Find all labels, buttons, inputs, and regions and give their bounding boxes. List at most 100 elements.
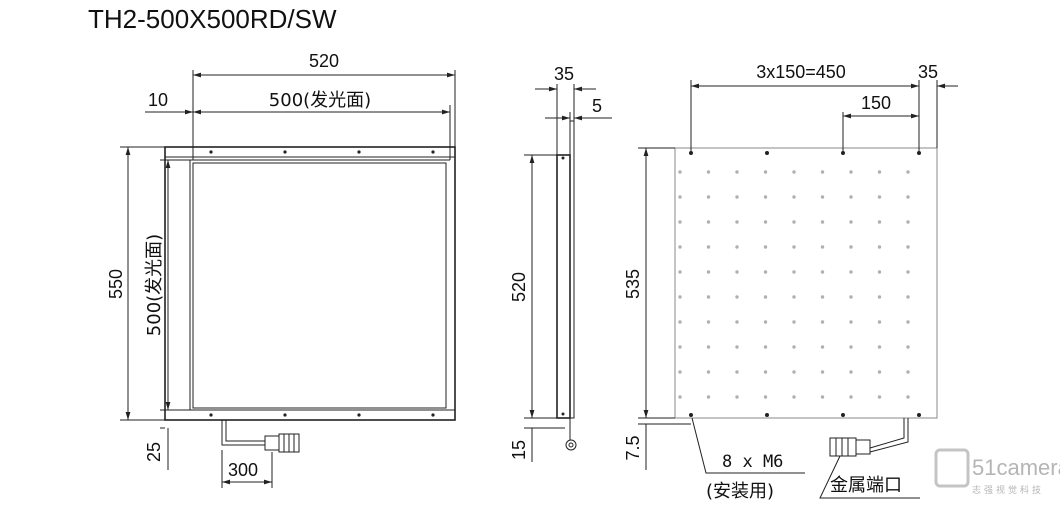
back-dot: [849, 170, 853, 174]
brand-logo-icon: [934, 448, 970, 488]
dim-front-height: 550: [106, 269, 126, 299]
back-view: 3x150=450 35 150 535 7.5 8 x M6 (安装用) 金属…: [623, 62, 958, 502]
back-dot: [678, 195, 682, 199]
back-dot: [792, 320, 796, 324]
back-dot: [763, 195, 768, 199]
back-dot: [763, 395, 768, 399]
back-dot: [820, 370, 825, 374]
back-dot: [820, 295, 825, 299]
back-dot: [820, 320, 825, 324]
back-dot: [763, 270, 768, 274]
back-dot: [820, 395, 825, 399]
back-dot: [906, 295, 910, 299]
back-dot: [735, 320, 739, 324]
back-dot: [706, 345, 711, 349]
back-dot: [792, 395, 796, 399]
back-dot: [792, 295, 796, 299]
back-dot: [763, 370, 768, 374]
back-dot: [849, 220, 853, 224]
back-dot: [735, 220, 739, 224]
dim-front-cable-offset: 300: [228, 460, 258, 480]
back-metal-port: [829, 437, 857, 457]
back-dot: [906, 170, 910, 174]
back-dot: [820, 270, 825, 274]
dim-front-left-margin: 10: [148, 90, 168, 110]
back-dot: [678, 270, 682, 274]
back-dot: [849, 270, 853, 274]
brand-watermark: 51camera 志强视觉科技: [934, 448, 1060, 496]
dim-back-bottom-offset: 7.5: [623, 435, 643, 460]
back-dot-grid: [678, 170, 910, 399]
back-dot: [849, 245, 853, 249]
back-dot: [735, 395, 739, 399]
back-dot: [763, 295, 768, 299]
back-dot: [820, 220, 825, 224]
back-dot: [706, 370, 711, 374]
front-cable: [221, 420, 265, 446]
back-dot: [906, 220, 910, 224]
back-dot: [820, 245, 825, 249]
back-dot: [792, 270, 796, 274]
back-dot: [706, 295, 711, 299]
back-dot: [678, 245, 682, 249]
back-dot: [849, 195, 853, 199]
back-dot: [906, 195, 910, 199]
back-dot: [678, 345, 682, 349]
back-dot: [735, 345, 739, 349]
back-dot: [706, 395, 711, 399]
back-dot: [706, 245, 711, 249]
back-dot: [735, 195, 739, 199]
back-dot: [763, 245, 768, 249]
back-dot: [849, 320, 853, 324]
label-mount-purpose: (安装用): [706, 481, 774, 502]
back-dot: [735, 370, 739, 374]
back-dot: [678, 295, 682, 299]
back-dot: [877, 245, 882, 249]
back-dot: [678, 395, 682, 399]
back-dot: [849, 295, 853, 299]
back-dot: [906, 270, 910, 274]
brand-name: 51camera: [972, 455, 1060, 480]
back-dot: [706, 270, 711, 274]
back-dot: [735, 270, 739, 274]
back-dot: [735, 295, 739, 299]
back-dot: [877, 295, 882, 299]
back-dot: [706, 195, 711, 199]
front-outer-frame: [164, 146, 456, 421]
back-dot: [792, 195, 796, 199]
back-dot: [678, 170, 682, 174]
back-dot: [706, 220, 711, 224]
back-dot: [678, 370, 682, 374]
front-emit-area: [192, 162, 447, 409]
front-view: 520 10 500(发光面) 550 500(发光面) 25 300: [106, 51, 456, 488]
back-dot: [877, 345, 882, 349]
label-mount-holes: 8 x M6: [722, 452, 783, 472]
back-dot: [877, 320, 882, 324]
side-body: [556, 154, 571, 419]
back-dot: [763, 220, 768, 224]
back-dot: [763, 170, 768, 174]
brand-tagline: 志强视觉科技: [972, 484, 1044, 496]
back-dot: [678, 220, 682, 224]
back-dot: [820, 345, 825, 349]
back-dot: [906, 245, 910, 249]
back-dot: [678, 320, 682, 324]
back-dot: [706, 170, 711, 174]
back-dot: [763, 345, 768, 349]
side-view: 35 5 520 15: [509, 64, 612, 462]
back-dot: [877, 195, 882, 199]
back-dot: [849, 345, 853, 349]
back-dot: [849, 395, 853, 399]
back-mount-holes: [689, 151, 921, 417]
back-dot: [792, 170, 796, 174]
back-dot: [706, 320, 711, 324]
back-dot: [877, 270, 882, 274]
back-dot: [792, 220, 796, 224]
dim-front-emit-height: 500(发光面): [144, 234, 165, 336]
dim-back-hole-span: 3x150=450: [756, 62, 846, 82]
dim-back-edge-offset: 35: [918, 62, 938, 82]
back-dot: [877, 395, 882, 399]
model-title: TH2-500X500RD/SW: [88, 4, 337, 34]
back-dot: [820, 170, 825, 174]
